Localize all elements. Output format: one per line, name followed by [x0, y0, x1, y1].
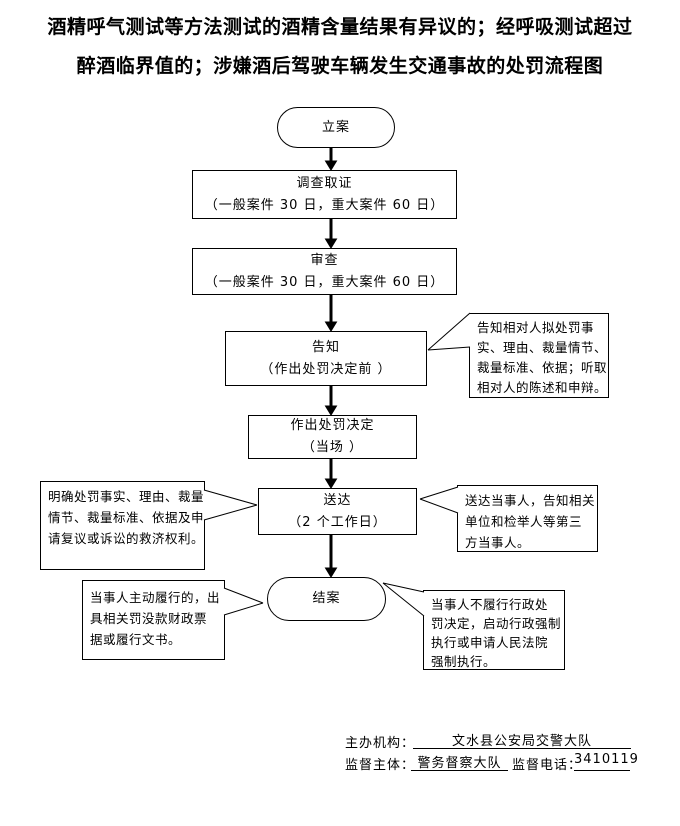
callout-line: 罚决定，启动行政强制: [431, 616, 562, 631]
footer-phone-label: 监督电话：: [512, 758, 583, 773]
flow-node-label: 作出处罚决定: [290, 418, 375, 433]
callout-line: 强制执行。: [431, 654, 497, 669]
flow-node-label: 结案: [312, 591, 341, 606]
footer-supervisor-label: 监督主体：: [345, 758, 416, 773]
callout-line: 单位和检举人等第三: [465, 514, 583, 529]
flow-node-investigation: 调查取证 （一般案件 30 日，重大案件 60 日）: [192, 170, 457, 219]
flow-node-end: 结案: [267, 577, 386, 621]
callout-line: 送达当事人，告知相关: [465, 493, 596, 508]
flow-node-label: 调查取证: [296, 175, 353, 191]
callout-pointer-close-voluntary: [223, 587, 264, 616]
callout-pointer-close-enforcement: [382, 582, 425, 617]
callout-delivery-rights: 明确处罚事实、理由、裁量 情节、裁量标准、依据及申 请复议或诉讼的救济权利。: [40, 481, 205, 570]
callout-close-enforcement: 当事人不履行行政处 罚决定，启动行政强制 执行或申请人民法院 强制执行。: [423, 590, 565, 670]
arrow-head: [324, 160, 338, 171]
callout-line: 相对人的陈述和申辩。: [477, 380, 608, 395]
footer-organizer-value: 文水县公安局交警大队: [413, 730, 631, 749]
arrow-head: [324, 238, 338, 249]
flow-node-label: 告知: [311, 339, 340, 355]
flow-node-note: （作出处罚决定前 ）: [260, 361, 392, 377]
flow-node-note: （当场 ）: [301, 440, 364, 455]
flow-node-label: 立案: [321, 119, 350, 135]
callout-line: 具相关罚没款财政票: [90, 611, 208, 626]
callout-pointer-delivery-rights: [203, 489, 258, 521]
callout-line: 请复议或诉讼的救济权利。: [48, 531, 205, 546]
flow-node-note: （一般案件 30 日，重大案件 60 日）: [204, 274, 445, 290]
footer-organizer-label: 主办机构：: [345, 736, 416, 751]
callout-line: 明确处罚事实、理由、裁量: [48, 489, 205, 504]
flow-node-note: （一般案件 30 日，重大案件 60 日）: [204, 197, 445, 213]
callout-pointer-notify: [427, 312, 471, 351]
callout-line: 情节、裁量标准、依据及申: [48, 510, 205, 525]
flow-node-delivery: 送达 （2 个工作日）: [258, 488, 417, 535]
callout-line: 执行或申请人民法院: [431, 635, 549, 650]
callout-line: 方当事人。: [465, 535, 531, 550]
callout-line: 当事人主动履行的，出: [90, 590, 221, 605]
flow-node-notify: 告知 （作出处罚决定前 ）: [225, 331, 427, 386]
flow-node-label: 审查: [310, 252, 339, 268]
callout-close-voluntary: 当事人主动履行的，出 具相关罚没款财政票 据或履行文书。: [82, 580, 225, 660]
footer-supervisor-value: 警务督察大队: [411, 752, 508, 771]
flow-node-review: 审查 （一般案件 30 日，重大案件 60 日）: [192, 248, 457, 295]
page-title-line-2: 醉酒临界值的；涉嫌酒后驾驶车辆发生交通事故的处罚流程图: [76, 55, 604, 77]
footer-phone-value: 3410119: [574, 752, 638, 771]
callout-pointer-delivery-parties: [419, 486, 459, 514]
flow-node-label: 送达: [323, 492, 352, 508]
flow-node-note: （2 个工作日）: [288, 514, 387, 530]
arrow-head: [324, 478, 338, 489]
callout-line: 告知相对人拟处罚事: [477, 320, 595, 335]
flow-node-start: 立案: [277, 107, 395, 148]
arrow-head: [324, 321, 338, 332]
arrow-head: [324, 567, 338, 578]
callout-delivery-parties: 送达当事人，告知相关 单位和检举人等第三 方当事人。: [457, 485, 598, 552]
callout-line: 裁量标准、依据；听取: [477, 360, 608, 375]
callout-notify-detail: 告知相对人拟处罚事 实、理由、裁量情节、 裁量标准、依据；听取 相对人的陈述和申…: [469, 313, 609, 398]
callout-line: 据或履行文书。: [90, 632, 182, 647]
flow-node-decision: 作出处罚决定 （当场 ）: [248, 415, 417, 459]
callout-line: 当事人不履行行政处: [431, 597, 549, 612]
page-title-line-1: 酒精呼气测试等方法测试的酒精含量结果有异议的；经呼吸测试超过: [47, 16, 633, 38]
callout-line: 实、理由、裁量情节、: [477, 340, 608, 355]
arrow-head: [324, 405, 338, 416]
